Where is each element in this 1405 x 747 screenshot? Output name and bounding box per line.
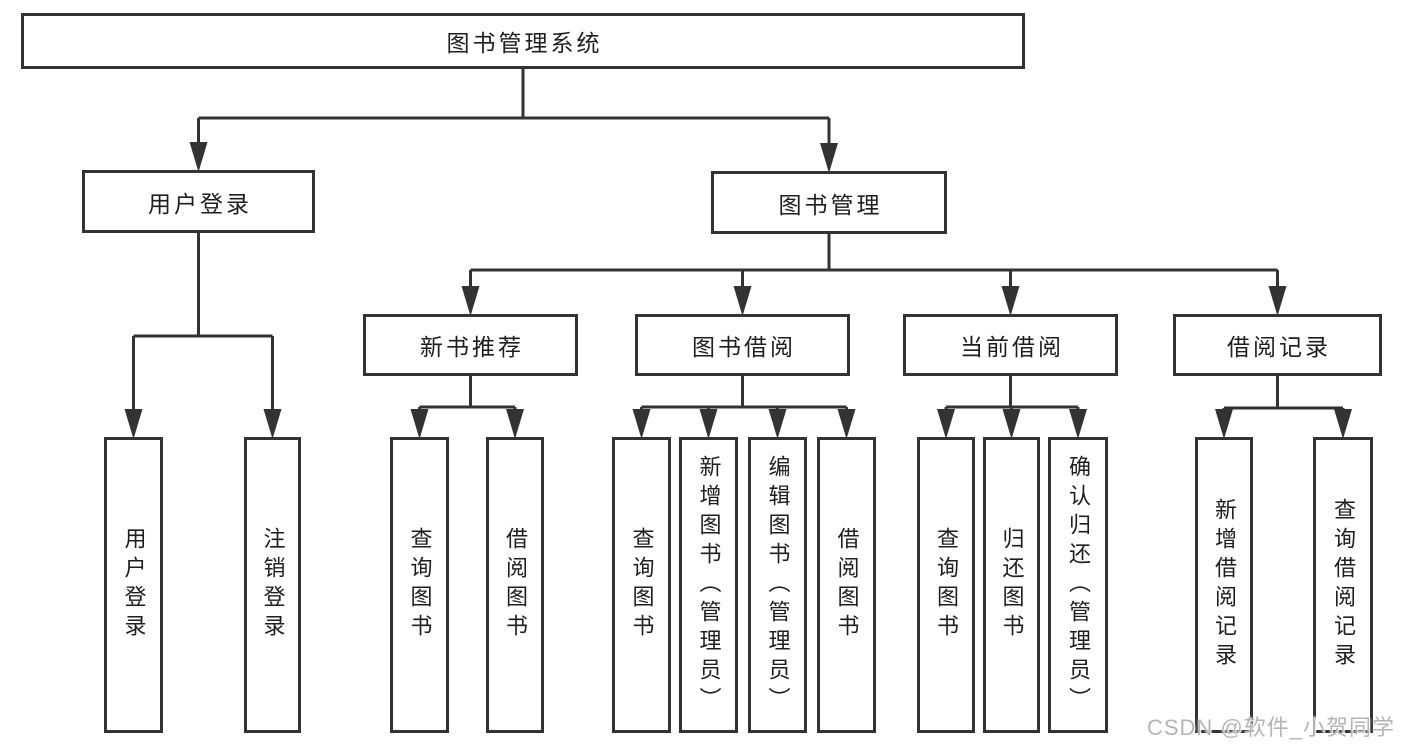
node-logout: 注销登录 [244,437,301,733]
arrowhead-icon [410,409,429,439]
node-label-br-add-record: 新增借阅记录 [1212,498,1237,672]
node-label-book-borrow: 图书借阅 [692,334,796,360]
node-label-rec-borrow-book: 借阅图书 [503,527,528,643]
node-label-book-management: 图书管理 [778,191,883,218]
node-label-logout: 注销登录 [260,527,286,643]
arrowhead-icon [189,142,208,172]
node-label-bb-borrow-book: 借阅图书 [834,527,860,643]
node-current-borrow: 当前借阅 [903,314,1118,376]
node-label-br-query-record: 查询借阅记录 [1331,498,1356,672]
node-label-bb-add-book: 新增图书（管理员） [696,454,722,716]
arrowhead-icon [263,409,282,439]
node-br-add-record: 新增借阅记录 [1195,437,1253,733]
arrowhead-icon [1334,409,1352,439]
arrowhead-icon [820,143,838,173]
arrowhead-icon [699,409,718,439]
arrowhead-icon [632,409,651,439]
arrowhead-icon [1002,409,1021,439]
node-user-login: 用户登录 [82,170,315,233]
node-login: 用户登录 [104,437,163,733]
node-label-current-borrow: 当前借阅 [960,334,1064,360]
arrowhead-icon [733,286,752,316]
node-label-new-book-recommend: 新书推荐 [420,334,524,360]
arrowhead-icon [937,409,955,439]
node-br-query-record: 查询借阅记录 [1313,437,1373,733]
node-cb-confirm-return: 确认归还（管理员） [1048,437,1108,733]
node-bb-borrow-book: 借阅图书 [817,437,876,733]
node-label-cb-return-book: 归还图书 [999,527,1025,643]
node-label-bb-edit-book: 编辑图书（管理员） [765,454,791,716]
node-label-root: 图书管理系统 [446,30,603,56]
node-label-bb-query-book: 查询图书 [629,527,655,643]
arrowhead-icon [837,409,856,439]
node-label-rec-query-book: 查询图书 [407,527,433,643]
watermark: CSDN @软件_小贺同学 [1146,715,1395,740]
node-book-borrow: 图书借阅 [635,314,850,376]
node-book-management: 图书管理 [711,171,947,234]
arrowhead-icon [1215,409,1233,439]
node-bb-add-book: 新增图书（管理员） [679,437,738,733]
node-label-cb-query-book: 查询图书 [934,527,959,643]
arrowhead-icon [768,409,787,439]
node-bb-edit-book: 编辑图书（管理员） [748,437,807,733]
node-label-cb-confirm-return: 确认归还（管理员） [1066,454,1091,716]
node-rec-borrow-book: 借阅图书 [486,437,544,733]
node-label-user-login: 用户登录 [148,190,252,217]
node-borrow-record: 借阅记录 [1173,314,1382,376]
node-bb-query-book: 查询图书 [612,437,671,733]
arrowhead-icon [1069,409,1087,439]
node-label-borrow-record: 借阅记录 [1227,334,1331,360]
arrowhead-icon [124,409,143,439]
arrowhead-icon [461,286,480,316]
node-cb-query-book: 查询图书 [917,437,975,733]
node-label-login: 用户登录 [121,527,147,643]
arrowhead-icon [1001,286,1020,316]
node-root: 图书管理系统 [21,13,1025,69]
arrowhead-icon [506,409,524,439]
node-rec-query-book: 查询图书 [390,437,449,733]
arrowhead-icon [1268,286,1287,316]
node-new-book-recommend: 新书推荐 [363,314,578,376]
node-cb-return-book: 归还图书 [983,437,1040,733]
